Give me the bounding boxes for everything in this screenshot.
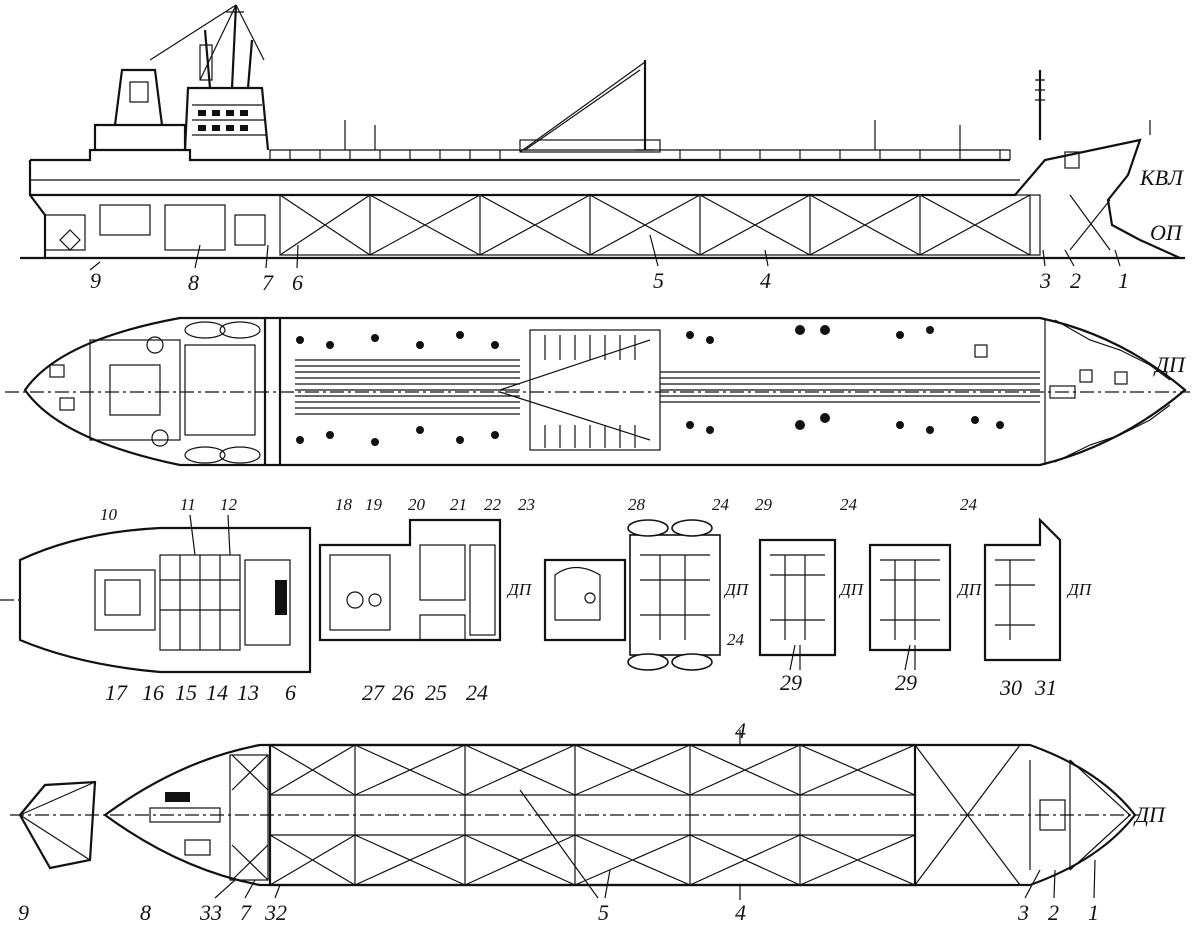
label-6-deck: 6 [285,680,296,705]
label-24-a: 24 [466,680,488,705]
label-4-profile: 4 [760,268,771,293]
label-dp-wheelhouse: ДП [1066,580,1093,599]
label-3-profile: 3 [1039,268,1051,293]
label-11: 11 [180,495,196,514]
label-22: 22 [484,495,502,514]
upper-deck-b [868,543,952,652]
deck-plan: ДП [5,316,1190,467]
label-8-profile: 8 [188,270,199,295]
label-1-profile: 1 [1118,268,1129,293]
label-10: 10 [100,505,118,524]
label-24-d: 24 [840,495,858,514]
label-29-a: 29 [755,495,773,514]
label-2-plan: 2 [1048,900,1059,925]
profile-view: КВЛ ОП 9 8 7 6 5 4 3 2 1 [20,4,1185,295]
label-4-plan-bottom: 4 [735,900,746,925]
hold-plan: 4 4 5 9 8 33 7 32 3 2 1 ДП [10,718,1166,925]
cargo-pipelines [295,359,1040,415]
bridge-deck-outline [543,558,627,642]
label-21: 21 [450,495,467,514]
hull-outline [28,138,1181,260]
label-30: 30 [999,675,1022,700]
deck-outline [23,316,1187,467]
label-9-plan: 9 [18,900,29,925]
label-23: 23 [518,495,535,514]
label-32: 32 [264,900,287,925]
label-33: 33 [199,900,222,925]
engine-room-profile [44,204,266,251]
label-dp-plan: ДП [1133,802,1166,827]
wheelhouse-top [983,517,1062,662]
label-3-plan: 3 [1017,900,1029,925]
label-17: 17 [105,680,128,705]
crane-mast [519,60,661,153]
label-12: 12 [220,495,238,514]
label-dp-boat: ДП [506,580,533,599]
label-31: 31 [1034,675,1057,700]
main-deck-line [30,148,1010,162]
label-9-profile: 9 [90,268,101,293]
cargo-tanks-profile [279,194,1111,256]
label-2-profile: 2 [1070,268,1081,293]
superstructure [93,4,270,151]
deck-fittings [296,325,1004,446]
cargo-tanks-plan [268,743,1031,887]
label-dp-upper-a: ДП [838,580,865,599]
label-27: 27 [362,680,385,705]
upper-deck-a [758,538,837,657]
label-dp-deck: ДП [1153,352,1186,377]
label-5-profile: 5 [653,268,664,293]
accommodation-plans: 10 11 12 13 14 15 16 17 6 18 19 20 21 22… [0,495,1093,705]
label-29-b: 29 [780,670,802,695]
rudder-plan [18,780,97,870]
label-6-profile: 6 [292,270,303,295]
label-5-plan: 5 [598,900,609,925]
label-16: 16 [142,680,164,705]
label-24-b: 24 [712,495,730,514]
label-7-plan: 7 [240,900,252,925]
label-18: 18 [335,495,353,514]
label-7-profile: 7 [262,270,274,295]
label-1-plan: 1 [1088,900,1099,925]
label-20: 20 [408,495,426,514]
boat-deck-outline [318,518,502,642]
label-24-e: 24 [960,495,978,514]
poop-deck-outline [18,526,312,674]
label-14: 14 [206,680,228,705]
label-25: 25 [425,680,447,705]
label-29-c: 29 [895,670,917,695]
label-13: 13 [237,680,259,705]
label-dp-bridge: ДП [723,580,750,599]
label-26: 26 [392,680,414,705]
label-8-plan: 8 [140,900,151,925]
label-kvl: КВЛ [1139,165,1184,190]
label-28: 28 [628,495,646,514]
label-dp-upper-b: ДП [956,580,983,599]
label-15: 15 [175,680,197,705]
label-19: 19 [365,495,383,514]
label-op: ОП [1150,220,1183,245]
label-24-c: 24 [727,630,745,649]
